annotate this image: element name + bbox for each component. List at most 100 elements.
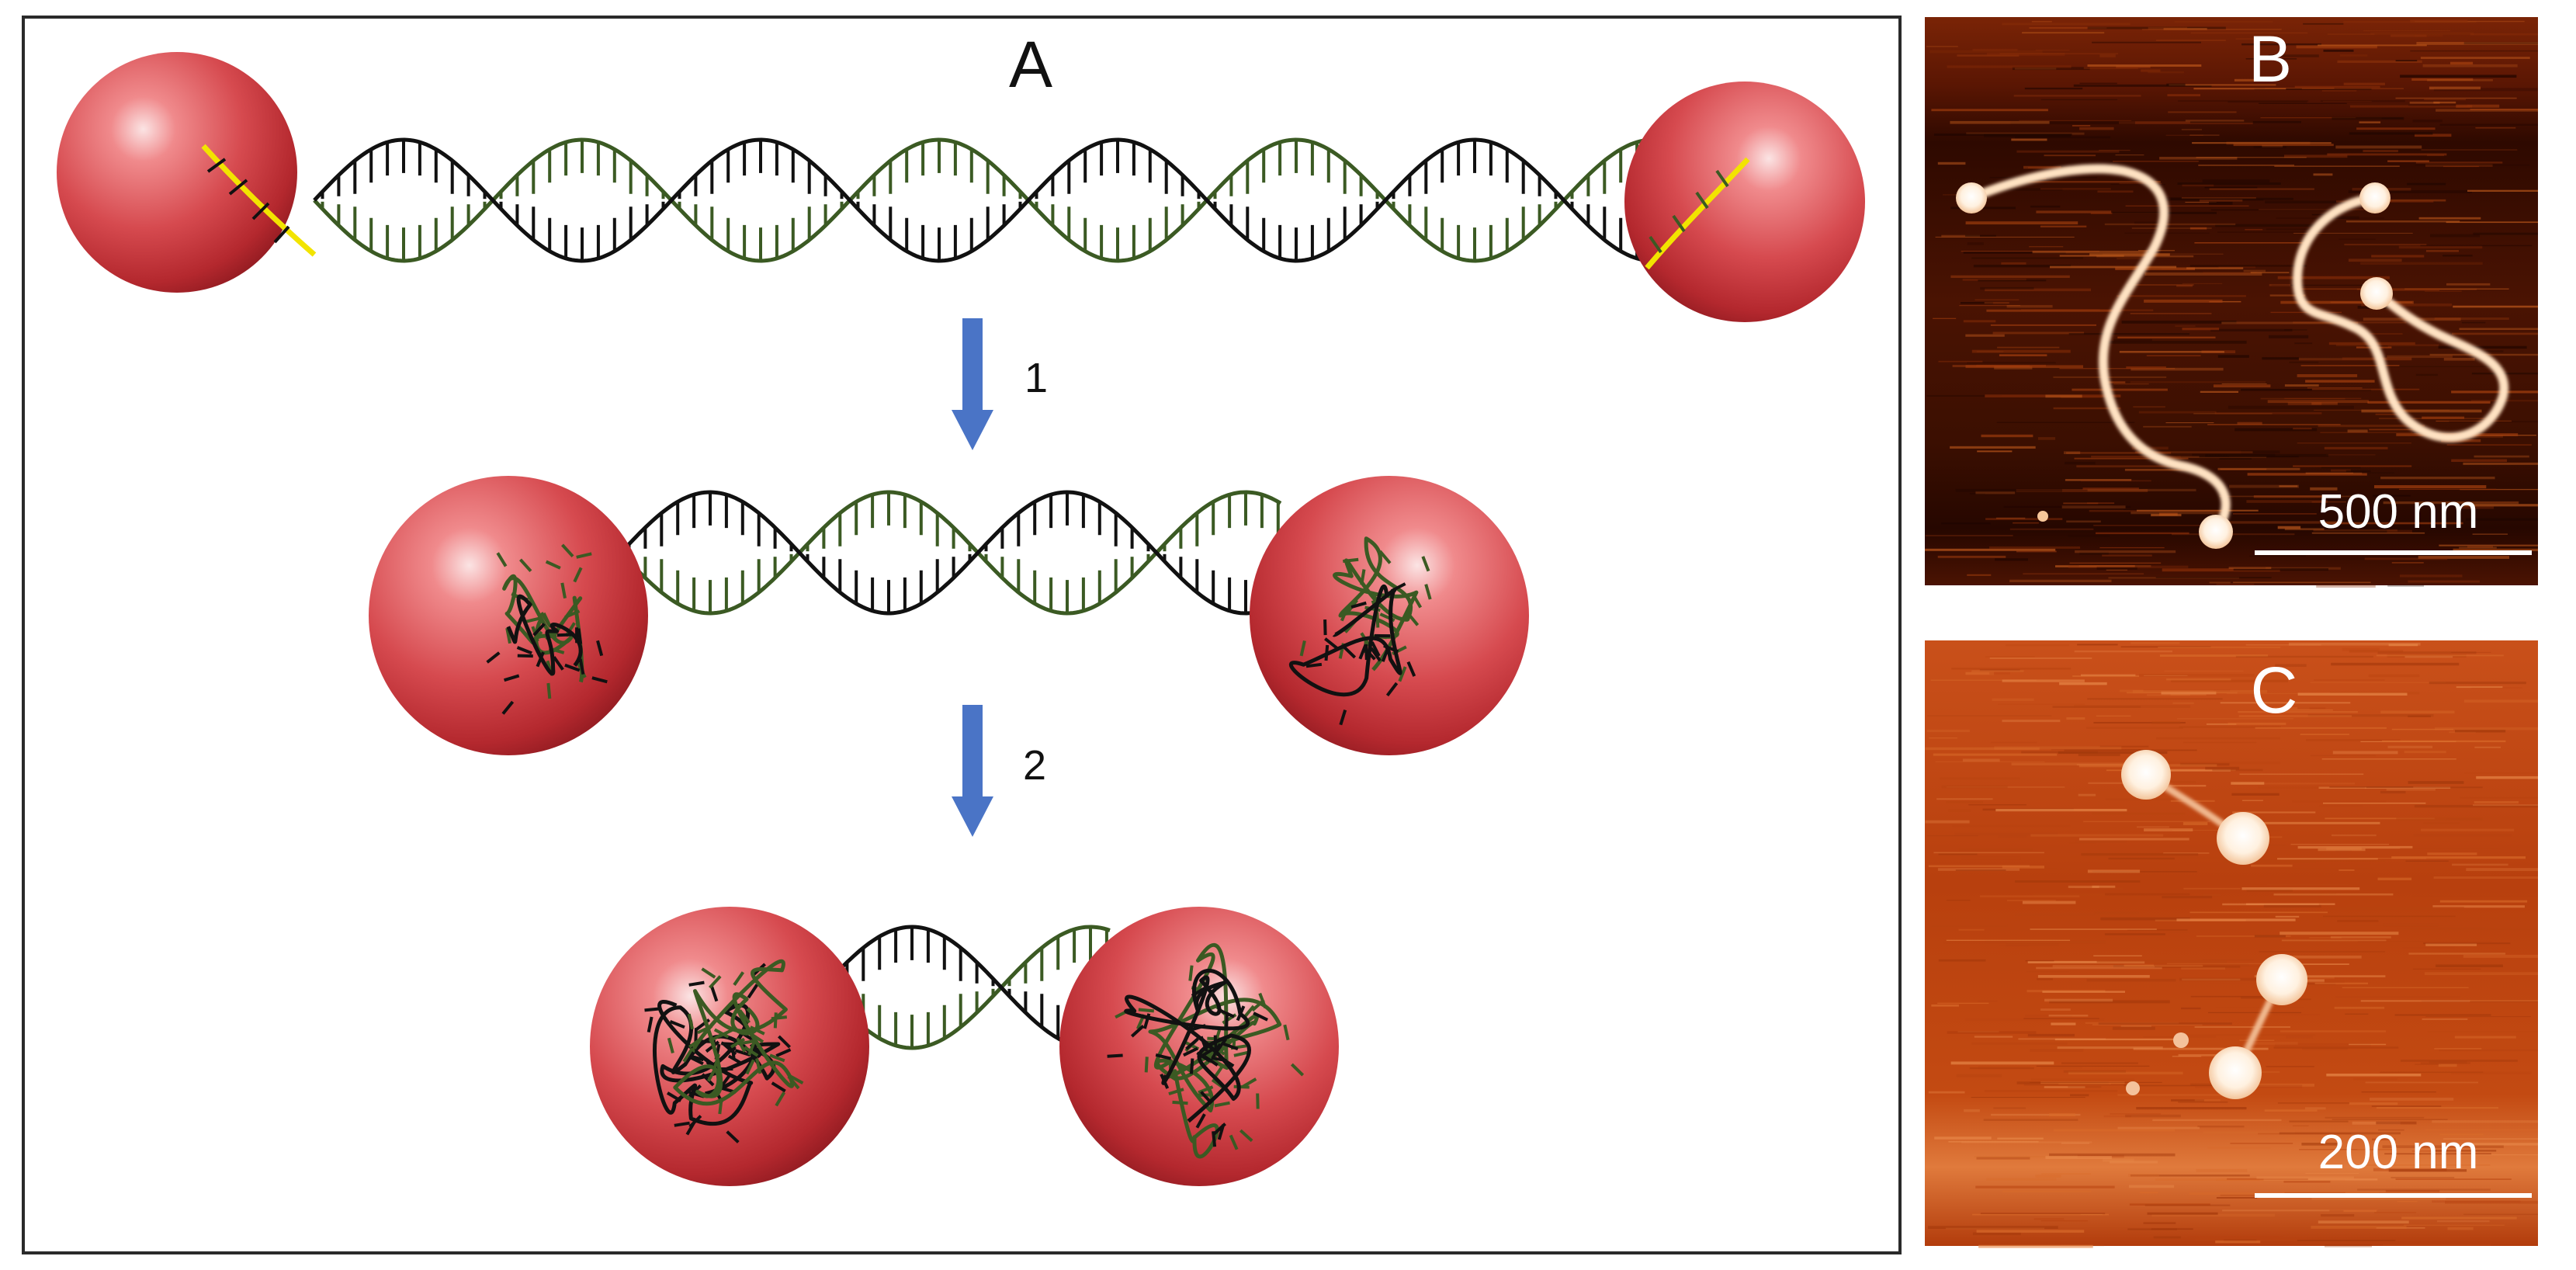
scan-noise — [2100, 917, 2190, 921]
scan-noise — [2453, 305, 2538, 308]
scan-noise — [2432, 905, 2525, 908]
scan-noise — [1948, 809, 1971, 812]
scan-noise — [2125, 1114, 2181, 1118]
scan-noise — [2231, 793, 2280, 796]
scan-noise — [2003, 505, 2131, 508]
scan-noise — [1957, 1030, 1999, 1033]
scan-noise — [2190, 995, 2273, 998]
scan-noise — [2096, 959, 2227, 963]
scan-noise — [1955, 488, 2062, 492]
scan-noise — [2171, 679, 2288, 682]
tangle-tick — [1383, 644, 1399, 654]
scan-noise — [2251, 864, 2293, 867]
scan-noise — [2210, 209, 2345, 211]
scan-noise — [2162, 896, 2213, 899]
scan-noise — [2130, 1175, 2250, 1177]
scan-noise — [2113, 161, 2199, 162]
tangle-tick — [1406, 661, 1416, 677]
scan-noise — [2153, 1236, 2181, 1239]
scan-noise — [2345, 220, 2460, 223]
scan-noise — [2381, 117, 2403, 120]
tangle-tick — [1190, 1024, 1206, 1032]
scan-noise — [2044, 998, 2113, 1002]
scan-noise — [2396, 817, 2484, 821]
scan-noise — [2217, 467, 2300, 470]
scan-noise — [2033, 1218, 2065, 1220]
tangled-strand — [1124, 969, 1251, 1123]
tangle-tick — [1211, 1056, 1227, 1063]
scan-noise — [1941, 522, 1991, 525]
tangle-tick — [505, 627, 511, 644]
scan-noise — [2117, 1126, 2200, 1129]
scan-noise — [2162, 568, 2280, 572]
scan-noise — [2255, 727, 2387, 729]
scan-noise — [2418, 556, 2509, 559]
scan-noise — [2423, 822, 2460, 824]
scan-noise — [2445, 1200, 2538, 1204]
scan-noise — [1996, 422, 2135, 423]
scan-noise — [2284, 384, 2319, 387]
scan-noise — [1980, 286, 2034, 290]
scan-noise — [2002, 23, 2130, 26]
scan-noise — [1961, 302, 1993, 304]
scan-noise — [2399, 488, 2497, 490]
scan-noise — [1973, 265, 2072, 268]
scan-noise — [2124, 1084, 2254, 1087]
scan-noise — [1984, 134, 2071, 137]
scan-noise — [2472, 533, 2508, 535]
scan-noise — [2430, 234, 2480, 238]
scan-noise — [2382, 740, 2506, 743]
scan-noise — [2460, 506, 2495, 509]
scan-noise — [2229, 905, 2343, 907]
scan-noise — [2105, 798, 2196, 800]
scan-noise — [2375, 413, 2405, 415]
tangle-tick — [1191, 986, 1207, 998]
scan-noise — [2224, 521, 2342, 524]
scan-noise — [2190, 32, 2308, 34]
scan-noise — [2103, 1115, 2131, 1118]
scan-noise — [2229, 484, 2299, 488]
scan-noise — [2209, 188, 2314, 190]
scan-noise — [2045, 394, 2082, 398]
scan-noise — [2345, 1013, 2369, 1015]
scan-noise — [2383, 923, 2439, 927]
scan-noise — [2117, 257, 2147, 260]
scan-noise — [2361, 1164, 2491, 1166]
scan-noise — [2363, 150, 2398, 152]
scan-noise — [2209, 201, 2233, 205]
scan-noise — [2082, 488, 2139, 490]
scan-noise — [2182, 183, 2214, 187]
scan-noise — [2196, 935, 2291, 937]
scan-noise — [2349, 105, 2473, 108]
scan-noise — [2410, 19, 2468, 23]
scan-noise — [1950, 446, 2036, 449]
scan-noise — [2053, 1129, 2176, 1132]
panel-b: B 500 nm — [1925, 17, 2538, 588]
scan-noise — [2301, 1143, 2342, 1146]
scan-noise — [2454, 1036, 2516, 1039]
scan-noise — [2106, 569, 2127, 571]
scan-noise — [2439, 900, 2528, 903]
tangle-tick — [1196, 1051, 1212, 1063]
scan-noise — [1954, 832, 2058, 836]
scan-noise — [2068, 565, 2189, 568]
scan-noise — [2065, 479, 2132, 481]
scan-noise — [1927, 868, 2058, 870]
tangle-tick — [1358, 644, 1368, 660]
scan-noise — [1994, 746, 2122, 750]
scan-noise — [2332, 751, 2398, 755]
scan-noise — [2382, 1145, 2504, 1148]
scan-noise — [2058, 751, 2168, 755]
afm-bead-c2 — [2217, 812, 2269, 865]
tangle-tick — [755, 1058, 762, 1074]
scan-noise — [2349, 1102, 2398, 1105]
scan-noise — [2073, 84, 2212, 87]
scan-noise — [2189, 134, 2220, 136]
scan-noise — [2059, 682, 2107, 685]
scan-noise — [2072, 125, 2091, 127]
scan-noise — [2254, 88, 2372, 90]
scan-noise — [2471, 687, 2522, 689]
tangle-tick — [666, 1091, 682, 1102]
scan-noise — [2156, 737, 2280, 740]
scan-noise — [2268, 54, 2319, 57]
